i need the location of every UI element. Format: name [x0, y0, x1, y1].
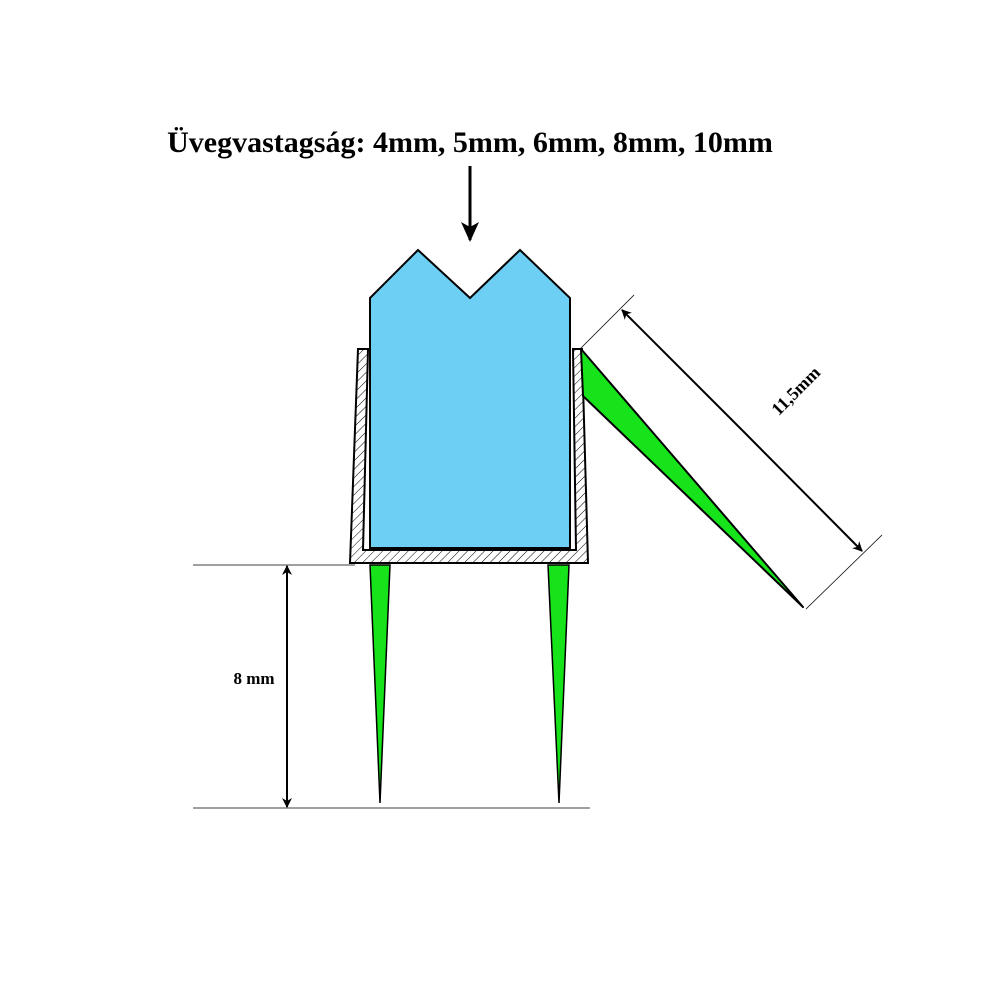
extension-line [579, 294, 635, 350]
u-channel-profile [348, 348, 590, 564]
sealing-flap [580, 348, 804, 608]
extension-line [805, 534, 883, 610]
dimension-arrow [621, 309, 743, 431]
seal-leg-right [547, 564, 570, 804]
flap-length-label: 11,5mm [767, 362, 824, 419]
dimension-arrow [741, 429, 863, 552]
seal-leg-left [369, 564, 391, 804]
glass-thickness-title: Üvegvastagság: 4mm, 5mm, 6mm, 8mm, 10mm [167, 126, 773, 159]
leg-height-label: 8 mm [233, 669, 274, 688]
glass-panel [369, 248, 571, 549]
